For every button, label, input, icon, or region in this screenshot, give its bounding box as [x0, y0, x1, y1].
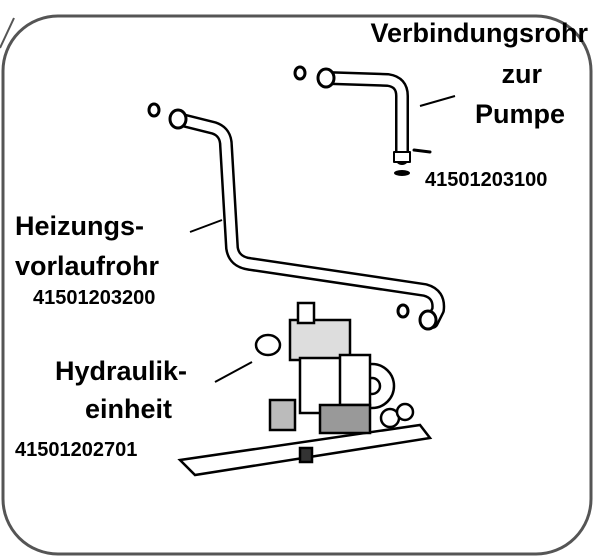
- connecting-pipe-part-number: 41501203100: [425, 169, 548, 191]
- hydraulic-unit-label-line1: Hydraulik-: [55, 356, 188, 386]
- flow-pipe-label-line2: vorlaufrohr: [15, 251, 160, 281]
- frame: [1, 14, 593, 556]
- flow-pipe: [147, 102, 446, 331]
- connecting-pipe-label-line2: zur: [501, 59, 543, 89]
- flow-pipe-label-line1: Heizungs-: [15, 211, 145, 241]
- connecting-pipe-label-line3: Pumpe: [474, 99, 565, 129]
- flow-pipe-pointer: [189, 219, 223, 233]
- hydraulic-unit-pointer: [214, 361, 253, 383]
- frame-tab-line: [0, 17, 15, 49]
- connecting-pipe: [293, 65, 432, 176]
- connecting-pipe-label-line1: Verbindungsrohr: [370, 18, 588, 48]
- hydraulic-unit-part-number: 41501202701: [15, 439, 138, 461]
- hydraulic-unit-label-line2: einheit: [85, 394, 173, 424]
- flow-pipe-part-number: 41501203200: [33, 287, 156, 309]
- connecting-pipe-pointer: [419, 95, 456, 107]
- hydraulic-unit: [177, 301, 433, 477]
